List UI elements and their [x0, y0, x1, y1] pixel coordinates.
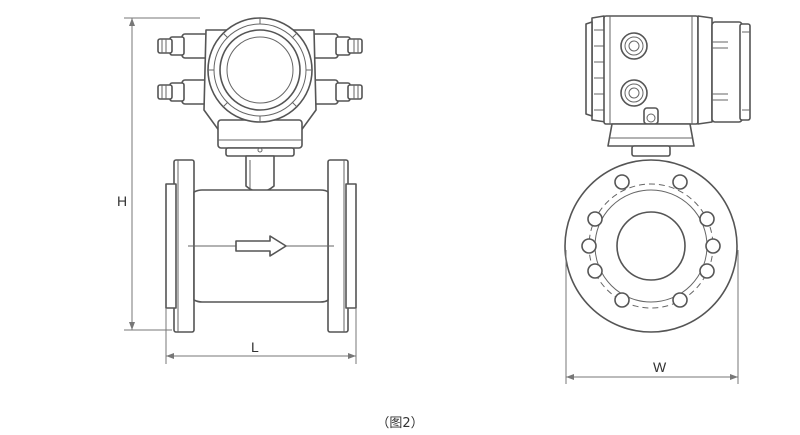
width-dimension: W [565, 250, 739, 384]
flange-front [564, 159, 738, 333]
length-dimension: L [165, 308, 357, 364]
bore-circle [616, 211, 686, 281]
cable-gland-top-right [311, 33, 363, 59]
converter-neck [245, 155, 275, 193]
converter-housing [203, 17, 317, 157]
left-flange [165, 159, 195, 333]
cable-gland-top-left [157, 33, 209, 59]
converter-housing-side [585, 15, 751, 157]
length-label: L [251, 339, 259, 355]
height-dimension: H [117, 17, 200, 331]
height-label: H [117, 193, 127, 209]
width-label: W [653, 359, 667, 375]
bolt-holes [581, 174, 721, 308]
cable-gland-bottom-right [311, 79, 363, 105]
side-view: W [564, 15, 751, 384]
flow-direction-arrow-icon [235, 235, 287, 257]
front-view: H L [117, 17, 363, 364]
figure-caption: （图2） [376, 416, 424, 431]
cable-gland-bottom-left [157, 79, 209, 105]
